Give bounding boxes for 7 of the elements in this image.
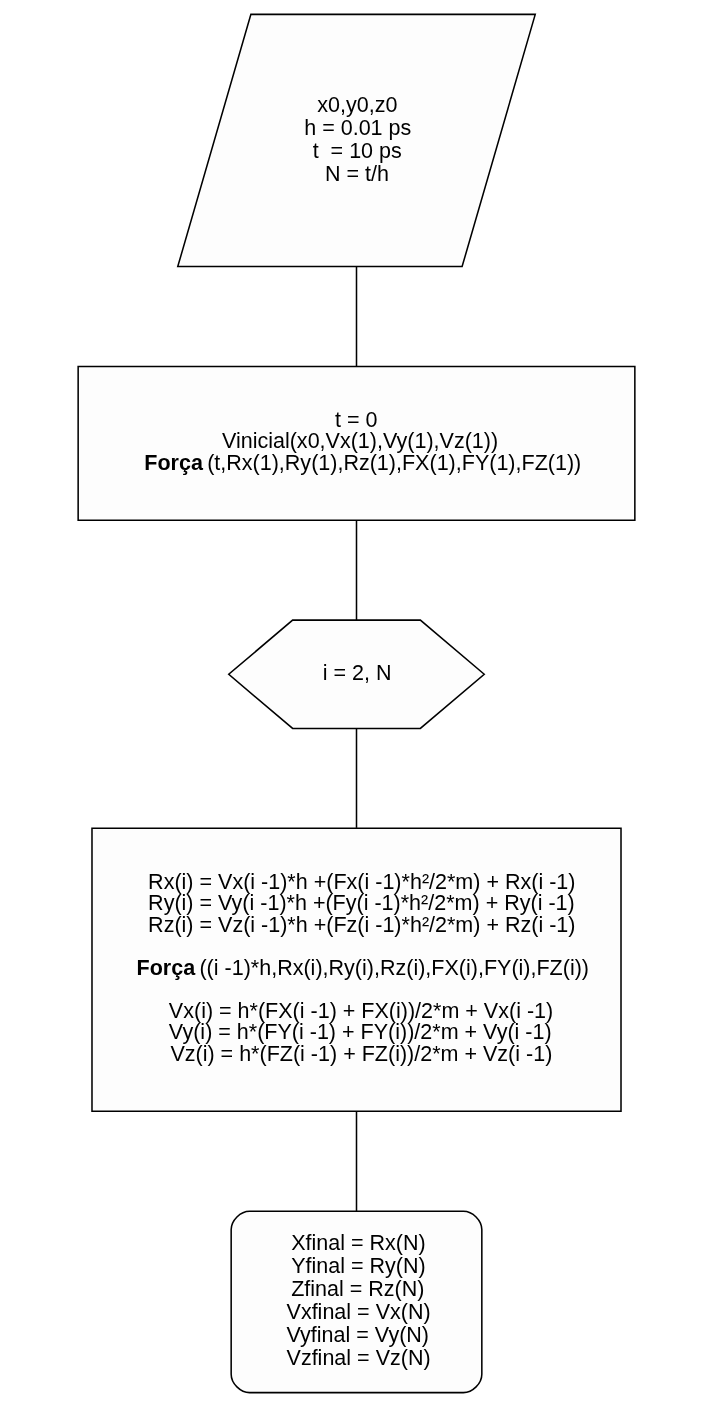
- node-box: Rx(i) = Vx(i -1)*h +(Fx(i -1)*h²/2*m) + Rx(i -1) Ry(i) = Vy(i -1)*h +(Fy(i -1)*h²/2*m) + Ry(i -1) Rz(i) = Vz(i -1)*h +(Fz(i -1)*h²/2*m) + Rz(i -1) Força ((i -1)*h,Rx(i),Ry(i),Rz(i),FX(i),FY(i),FZ(i)) Vx(i) = h*(FX(i -1) + FX(i))/2*m + Vx(i -1) Vy(i) = h*(FY(i -1) + FY(i))/2*m + Vy(i -1) Vz(i) = h*(FZ(i -1) + FZ(i))/2*m + Vz(i -1): [90, 827, 622, 1112]
- node-box: t = 0 Vinicial(x0,Vx(1),Vy(1),Vz(1)) Força (t,Rx(1),Ry(1),Rz(1),FX(1),FY(1),FZ(1)): [76, 365, 636, 522]
- connector: [355, 1110, 357, 1212]
- node-box: Xfinal = Rx(N) Yfinal = Ry(N) Zfinal = Rz(N) Vxfinal = Vx(N) Vyfinal = Vy(N) Vzfinal = Vz(N): [229, 1210, 483, 1394]
- connector: [355, 728, 357, 829]
- connector: [355, 520, 357, 621]
- connector: [355, 265, 357, 367]
